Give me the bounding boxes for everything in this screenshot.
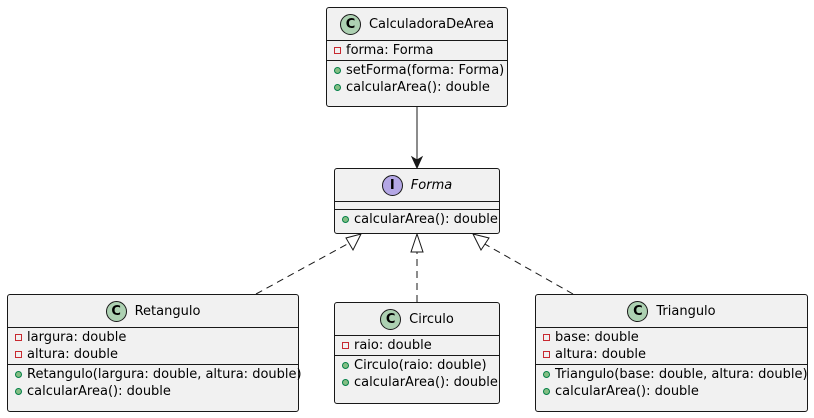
class-header: I Forma xyxy=(335,169,499,202)
method-row: Triangulo(base: double, altura: double) xyxy=(536,366,808,383)
method-row: calcularArea(): double xyxy=(335,374,499,391)
method-row: calcularArea(): double xyxy=(335,211,499,228)
public-marker-icon xyxy=(543,371,550,378)
public-marker-icon xyxy=(543,388,550,395)
fields-section xyxy=(335,202,499,210)
field-row: altura: double xyxy=(8,346,298,363)
methods-section: calcularArea(): double xyxy=(335,210,499,229)
fields-section: raio: double xyxy=(335,336,499,356)
field-row: largura: double xyxy=(8,329,298,346)
field-row: altura: double xyxy=(536,346,807,363)
class-name: Circulo xyxy=(409,311,454,327)
method-row: calcularArea(): double xyxy=(327,79,507,96)
method-text: Retangulo(largura: double, altura: doubl… xyxy=(27,367,302,382)
class-header: C Triangulo xyxy=(536,295,807,328)
realization-arrowhead-retangulo xyxy=(345,233,362,252)
methods-section: Retangulo(largura: double, altura: doubl… xyxy=(8,365,302,401)
class-name: Retangulo xyxy=(134,303,201,319)
field-text: altura: double xyxy=(555,347,647,362)
method-text: calcularArea(): double xyxy=(346,80,490,95)
field-row: raio: double xyxy=(335,337,499,354)
interface-badge-icon: I xyxy=(381,174,403,196)
class-circulo[interactable]: C Circulo raio: double Circulo(raio: dou… xyxy=(334,302,500,404)
public-marker-icon xyxy=(342,362,349,369)
class-header: C CalculadoraDeArea xyxy=(327,8,507,41)
method-text: calcularArea(): double xyxy=(354,212,498,227)
method-row: calcularArea(): double xyxy=(8,383,298,400)
class-header: C Circulo xyxy=(335,303,499,336)
methods-section: setForma(forma: Forma) calcularArea(): d… xyxy=(327,61,507,97)
fields-section: base: double altura: double xyxy=(536,328,807,365)
field-text: forma: Forma xyxy=(346,43,434,58)
class-name: CalculadoraDeArea xyxy=(368,16,495,32)
fields-section: forma: Forma xyxy=(327,41,507,61)
field-text: largura: double xyxy=(27,330,127,345)
class-badge-icon: C xyxy=(380,308,402,330)
public-marker-icon xyxy=(342,379,349,386)
method-row: Retangulo(largura: double, altura: doubl… xyxy=(8,366,302,383)
field-text: raio: double xyxy=(354,338,432,353)
class-triangulo[interactable]: C Triangulo base: double altura: double … xyxy=(535,294,808,412)
interface-name: Forma xyxy=(410,177,453,193)
field-row: forma: Forma xyxy=(327,42,507,59)
private-marker-icon xyxy=(543,351,550,358)
field-row: base: double xyxy=(536,329,807,346)
realization-line-retangulo xyxy=(255,241,352,295)
private-marker-icon xyxy=(342,342,349,349)
field-text: altura: double xyxy=(27,347,119,362)
class-badge-icon: C xyxy=(627,300,649,322)
method-text: calcularArea(): double xyxy=(555,384,699,399)
public-marker-icon xyxy=(342,216,349,223)
private-marker-icon xyxy=(15,334,22,341)
association-arrowhead xyxy=(410,155,424,170)
method-row: calcularArea(): double xyxy=(536,383,807,400)
class-badge-icon: C xyxy=(105,300,127,322)
method-text: calcularArea(): double xyxy=(354,375,498,390)
method-row: setForma(forma: Forma) xyxy=(327,62,507,79)
private-marker-icon xyxy=(334,47,341,54)
method-text: Triangulo(base: double, altura: double) xyxy=(555,367,808,382)
public-marker-icon xyxy=(15,388,22,395)
method-row: Circulo(raio: double) xyxy=(335,357,499,374)
class-retangulo[interactable]: C Retangulo largura: double altura: doub… xyxy=(7,294,302,412)
method-text: Circulo(raio: double) xyxy=(354,358,487,373)
method-text: calcularArea(): double xyxy=(27,384,171,399)
public-marker-icon xyxy=(15,371,22,378)
realization-line-triangulo xyxy=(482,242,574,295)
realization-arrowhead-circulo xyxy=(410,232,424,253)
field-text: base: double xyxy=(555,330,639,345)
private-marker-icon xyxy=(543,334,550,341)
interface-forma[interactable]: I Forma calcularArea(): double xyxy=(334,168,500,234)
class-calculadoradearea[interactable]: C CalculadoraDeArea forma: Forma setForm… xyxy=(326,7,508,107)
public-marker-icon xyxy=(334,84,341,91)
class-header: C Retangulo xyxy=(8,295,298,328)
public-marker-icon xyxy=(334,67,341,74)
class-badge-icon: C xyxy=(339,13,361,35)
realization-arrowhead-triangulo xyxy=(472,233,490,251)
private-marker-icon xyxy=(15,351,22,358)
methods-section: Circulo(raio: double) calcularArea(): do… xyxy=(335,356,499,392)
methods-section: Triangulo(base: double, altura: double) … xyxy=(536,365,808,401)
class-name: Triangulo xyxy=(656,303,716,319)
fields-section: largura: double altura: double xyxy=(8,328,298,365)
method-text: setForma(forma: Forma) xyxy=(346,63,505,78)
